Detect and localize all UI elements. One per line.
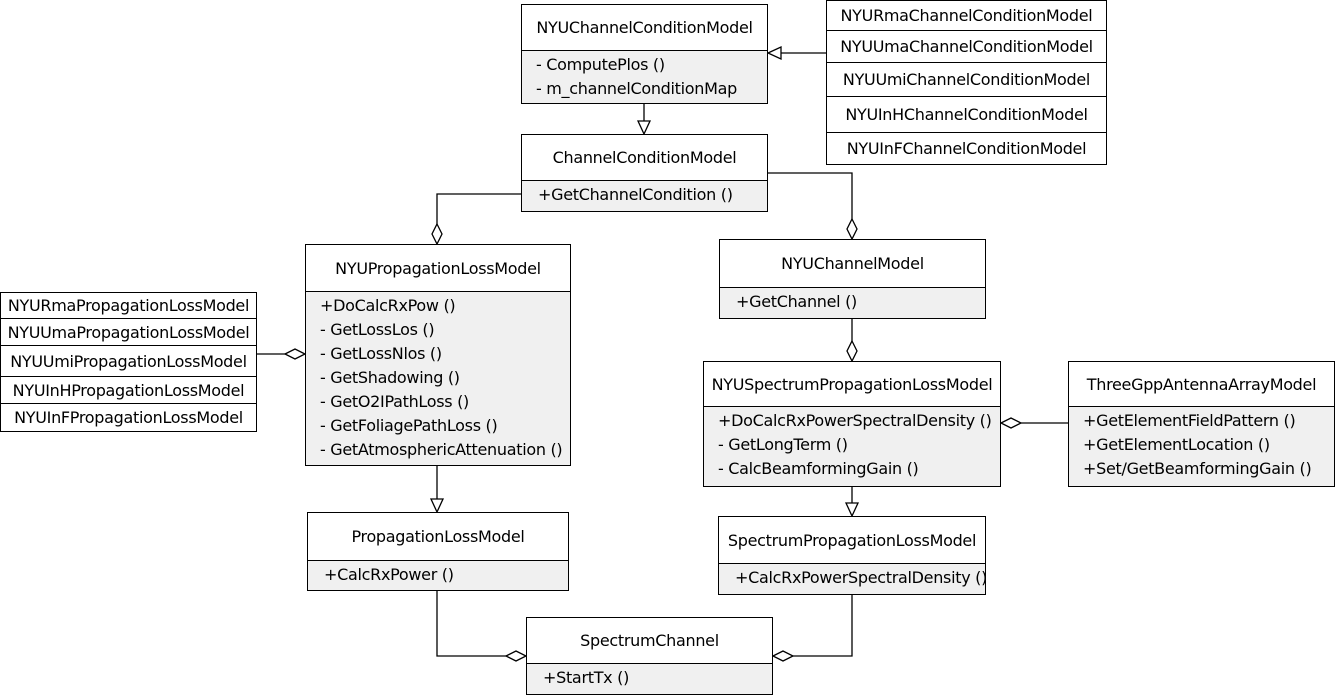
class-name: NYUPropagationLossModel [335, 258, 541, 278]
subclass-box-uma-propagation-loss: NYUUmaPropagationLossModel [0, 318, 257, 346]
member: - GetShadowing () [320, 368, 460, 387]
aggregation-diamond [771, 650, 795, 662]
member: - ComputePlos () [536, 55, 665, 74]
member: - GetLongTerm () [718, 435, 848, 454]
class-name: SpectrumChannel [580, 631, 719, 650]
class-members: +DoCalcRxPow () - GetLossLos () - GetLos… [306, 291, 570, 465]
member: +DoCalcRxPowerSpectralDensity () [718, 411, 992, 430]
class-name: SpectrumPropagationLossModel [727, 530, 977, 550]
member: - GetAtmosphericAttenuation () [320, 440, 563, 459]
aggregation-diamond [283, 348, 307, 360]
subclass-box-inf-channel-condition: NYUInFChannelConditionModel [826, 132, 1107, 165]
class-members: +GetChannelCondition () [522, 180, 767, 211]
nyu-channel-model-class: NYUChannelModel +GetChannel () [719, 239, 986, 319]
nyu-propagation-loss-model-class: NYUPropagationLossModel +DoCalcRxPow () … [305, 244, 571, 466]
subclass-box-rma-propagation-loss: NYURmaPropagationLossModel [0, 292, 257, 319]
class-name: ChannelConditionModel [552, 148, 737, 167]
propagation-loss-model-class: PropagationLossModel +CalcRxPower () [307, 512, 569, 591]
aggregation-line-spectrumprop-spectrumchannel [793, 594, 853, 657]
class-members: - ComputePlos () - m_channelConditionMap [522, 50, 767, 103]
generalization-arrowhead [429, 498, 445, 514]
subclass-box-inf-propagation-loss: NYUInFPropagationLossModel [0, 403, 257, 432]
subclass-box-rma-channel-condition: NYURmaChannelConditionModel [826, 0, 1107, 31]
class-members: +StartTx () [527, 663, 772, 694]
class-name: ThreeGppAntennaArrayModel [1086, 374, 1317, 394]
aggregation-diamond [846, 217, 858, 241]
class-members: +DoCalcRxPowerSpectralDensity () - GetLo… [704, 406, 1000, 486]
class-members: +GetChannel () [720, 287, 985, 318]
member: +GetElementFieldPattern () [1083, 411, 1296, 430]
aggregation-line-cond-proploss [436, 193, 521, 224]
aggregation-diamond [504, 650, 528, 662]
member: +CalcRxPowerSpectralDensity () [735, 568, 988, 587]
aggregation-line-cond-channel [767, 172, 853, 219]
subclass-box-umi-channel-condition: NYUUmiChannelConditionModel [826, 62, 1107, 97]
member: - GetLossNlos () [320, 344, 442, 363]
class-members: +GetElementFieldPattern () +GetElementLo… [1069, 406, 1334, 486]
nyu-spectrum-propagation-loss-model-class: NYUSpectrumPropagationLossModel +DoCalcR… [703, 361, 1001, 487]
member: - GetO2IPathLoss () [320, 392, 469, 411]
class-name: NYUChannelModel [781, 254, 924, 273]
generalization-arrowhead [844, 502, 860, 518]
member: +StartTx () [543, 668, 630, 687]
member: +Set/GetBeamformingGain () [1083, 459, 1312, 478]
member: +GetElementLocation () [1083, 435, 1270, 454]
aggregation-line-proploss-spectrumchannel [436, 590, 506, 657]
subclass-box-umi-propagation-loss: NYUUmiPropagationLossModel [0, 345, 257, 377]
channel-condition-model-class: ChannelConditionModel +GetChannelConditi… [521, 134, 768, 212]
class-name: NYUChannelConditionModel [536, 18, 753, 37]
aggregation-diamond [999, 417, 1023, 429]
subclass-box-inh-channel-condition: NYUInHChannelConditionModel [826, 96, 1107, 133]
member: +CalcRxPower () [324, 565, 454, 584]
class-name: PropagationLossModel [351, 527, 525, 546]
subclass-box-inh-propagation-loss: NYUInHPropagationLossModel [0, 376, 257, 404]
member: +DoCalcRxPow () [320, 296, 456, 315]
member: - GetFoliagePathLoss () [320, 416, 498, 435]
aggregation-diamond [431, 222, 443, 246]
member: +GetChannelCondition () [538, 185, 733, 204]
member: +GetChannel () [736, 292, 857, 311]
three-gpp-antenna-array-model-class: ThreeGppAntennaArrayModel +GetElementFie… [1068, 361, 1335, 487]
nyu-channel-condition-model-class: NYUChannelConditionModel - ComputePlos (… [521, 4, 768, 104]
class-members: +CalcRxPower () [308, 560, 568, 590]
spectrum-channel-class: SpectrumChannel +StartTx () [526, 617, 773, 695]
generalization-arrowhead [766, 45, 782, 61]
class-members: +CalcRxPowerSpectralDensity () [719, 563, 988, 594]
aggregation-diamond [846, 339, 858, 363]
spectrum-propagation-loss-model-class: SpectrumPropagationLossModel +CalcRxPowe… [718, 516, 988, 595]
generalization-arrowhead [636, 120, 652, 136]
member: - CalcBeamformingGain () [718, 459, 919, 478]
member: - GetLossLos () [320, 320, 435, 339]
class-name: NYUSpectrumPropagationLossModel [711, 374, 993, 394]
member: - m_channelConditionMap [536, 79, 737, 98]
subclass-box-uma-channel-condition: NYUUmaChannelConditionModel [826, 30, 1107, 63]
